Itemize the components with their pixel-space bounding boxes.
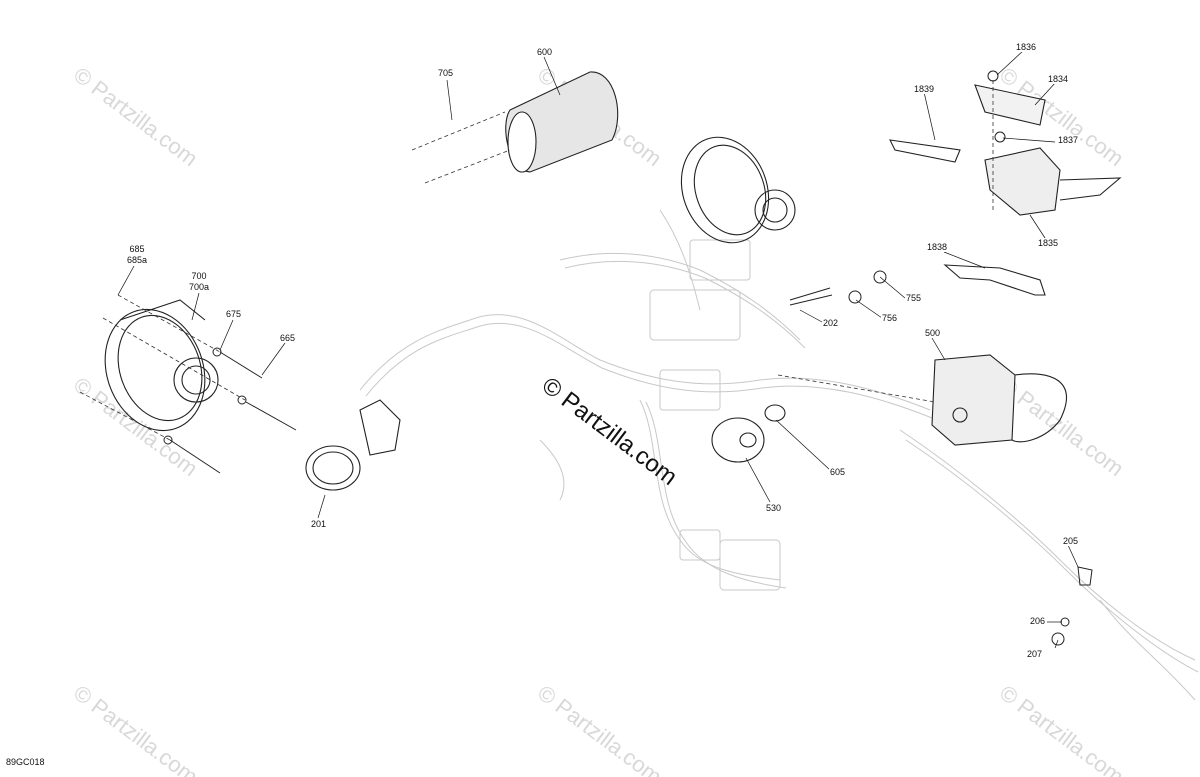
callout-600: 600 (536, 47, 554, 57)
callout-1835: 1835 (1037, 238, 1060, 248)
drawing-code: 89GC018 (6, 757, 45, 767)
callout-1839: 1839 (913, 84, 936, 94)
callout-500: 500 (924, 328, 942, 338)
callout-685: 685 685a (126, 244, 149, 266)
callout-675: 675 (225, 309, 243, 319)
bulb-201 (305, 399, 401, 491)
callout-700: 700 700a (188, 271, 211, 293)
headlight-left (104, 299, 219, 432)
callout-lines (117, 49, 1079, 649)
callout-1834: 1834 (1047, 74, 1070, 84)
leader-dashes (79, 80, 994, 441)
sensor-530 (711, 404, 786, 463)
callout-755: 755 (905, 293, 923, 303)
callout-705: 705 (437, 68, 455, 78)
callout-202: 202 (822, 318, 840, 328)
callout-1838: 1838 (926, 242, 949, 252)
lamp-cover (505, 71, 619, 173)
callout-1836: 1836 (1015, 42, 1038, 52)
switch-500 (931, 354, 1067, 446)
headlight-right (680, 136, 796, 244)
switch-1835 (889, 84, 1122, 296)
callout-207: 207 (1026, 649, 1044, 659)
callout-206: 206 (1029, 616, 1047, 626)
callout-665: 665 (279, 333, 297, 343)
wiring-harness (359, 209, 1199, 701)
callout-205: 205 (1062, 536, 1080, 546)
callout-1837: 1837 (1057, 135, 1080, 145)
callout-756: 756 (881, 313, 899, 323)
callout-605: 605 (829, 467, 847, 477)
callout-201: 201 (310, 519, 328, 529)
callout-530: 530 (765, 503, 783, 513)
